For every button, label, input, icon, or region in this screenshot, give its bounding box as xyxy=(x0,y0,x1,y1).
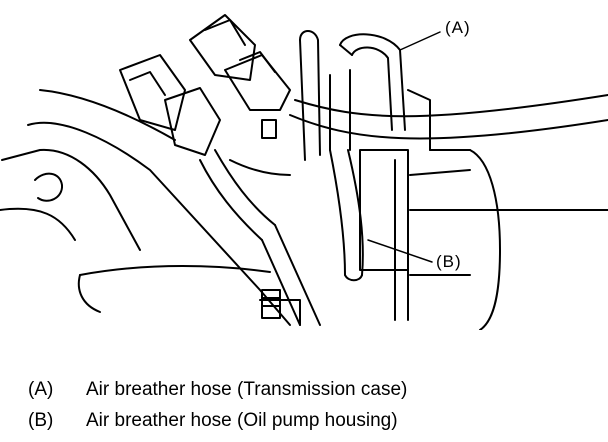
air-breather-hose-a xyxy=(300,31,405,160)
electrical-connectors xyxy=(120,15,320,325)
air-breather-hose-b xyxy=(330,150,363,280)
leader-line-a xyxy=(400,32,440,50)
callout-label-a: (A) xyxy=(445,18,471,37)
legend-key-b: (B) xyxy=(28,410,54,431)
wire-harness-cable xyxy=(290,95,608,139)
legend-item-b: (B) Air breather hose (Oil pump housing) xyxy=(28,410,398,432)
leader-line-b xyxy=(368,240,432,262)
legend-item-a: (A) Air breather hose (Transmission case) xyxy=(28,379,407,401)
oil-pump-housing xyxy=(260,70,608,330)
engine-diagram xyxy=(0,0,608,330)
callout-label-b: (B) xyxy=(436,252,462,271)
transmission-housing-outline xyxy=(0,90,290,325)
legend-text-b: Air breather hose (Oil pump housing) xyxy=(86,410,398,431)
legend-text-a: Air breather hose (Transmission case) xyxy=(86,379,408,400)
legend-key-a: (A) xyxy=(28,379,54,400)
